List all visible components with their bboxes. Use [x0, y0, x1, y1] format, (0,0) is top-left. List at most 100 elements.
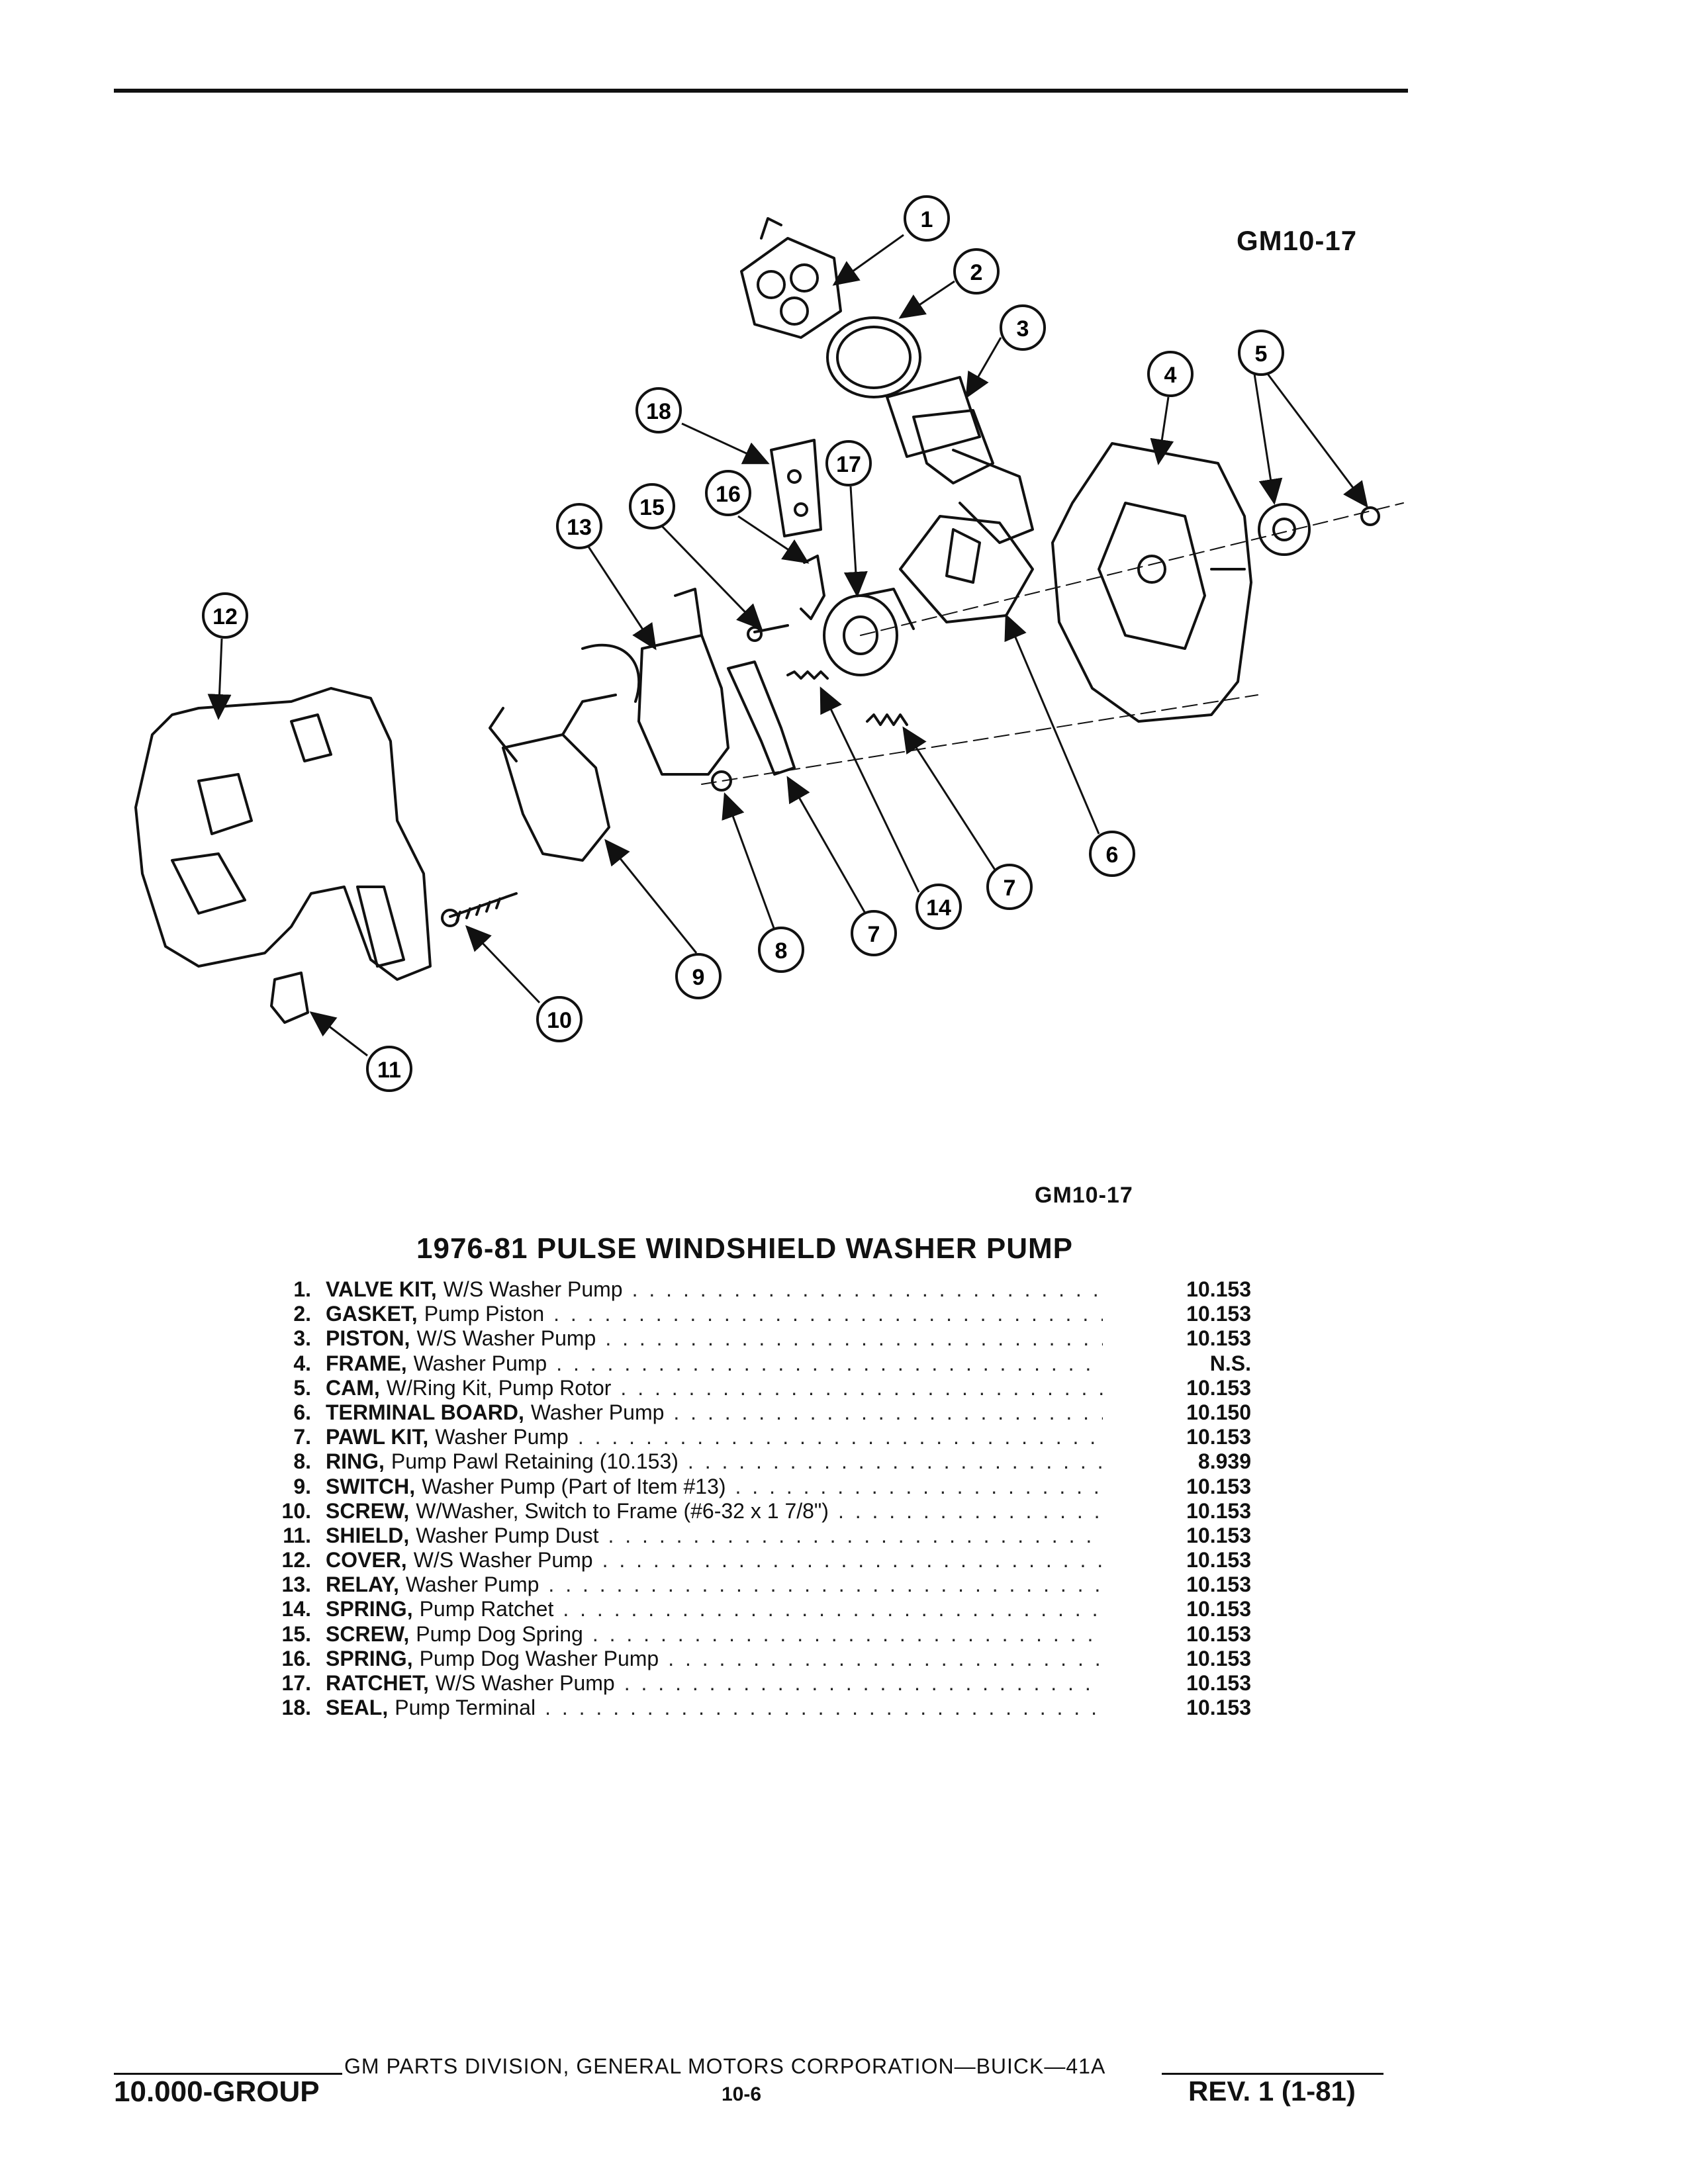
parts-list-row: 9.SWITCH,Washer Pump (Part of Item #13)1…	[258, 1475, 1264, 1499]
frame-part	[1051, 442, 1252, 723]
exploded-view-diagram: 1 2 3 4 5 6 7 7 8 9 10 11 12 13 14 15 16…	[134, 195, 1404, 1092]
part-description: W/Washer, Switch to Frame (#6-32 x 1 7/8…	[416, 1498, 829, 1523]
spring-ratchet-part	[786, 670, 829, 680]
footer-rule-right	[1162, 2073, 1383, 2075]
dot-leader	[632, 1277, 1103, 1302]
part-name: SWITCH,	[326, 1474, 416, 1498]
part-number: 18.	[281, 1696, 311, 1720]
figure-code-bottom: GM10-17	[1035, 1183, 1133, 1208]
dot-leader	[688, 1449, 1103, 1474]
part-description: W/S Washer Pump	[416, 1326, 596, 1351]
svg-text:10: 10	[547, 1008, 572, 1033]
svg-text:4: 4	[1164, 363, 1177, 388]
shield-part	[270, 972, 309, 1024]
callouts: 1 2 3 4 5 6 7 7 8 9 10 11 12 13 14 15 16…	[202, 195, 1284, 1092]
parts-list-row: 2.GASKET,Pump Piston10.153	[258, 1302, 1264, 1326]
piston-part	[886, 376, 1034, 544]
pawl-spring-part	[866, 713, 908, 726]
parts-list-row: 6.TERMINAL BOARD,Washer Pump10.150	[258, 1400, 1264, 1425]
part-description: Pump Terminal	[395, 1696, 536, 1720]
part-name: VALVE KIT,	[326, 1277, 437, 1301]
svg-text:7: 7	[1004, 876, 1016, 901]
part-description: Pump Dog Spring	[416, 1621, 583, 1646]
part-name: RATCHET,	[326, 1671, 429, 1695]
part-number: 17.	[281, 1671, 311, 1695]
part-number: 7.	[293, 1425, 311, 1449]
dot-leader	[668, 1647, 1103, 1671]
footer-rule-left	[114, 2073, 342, 2075]
cam-part	[1258, 503, 1380, 556]
part-number: 6.	[293, 1400, 311, 1424]
page-number: 10-6	[722, 2083, 762, 2105]
part-description: Pump Piston	[424, 1302, 545, 1326]
dot-leader	[548, 1572, 1103, 1597]
part-description: Pump Dog Washer Pump	[419, 1646, 659, 1670]
part-group-code: 10.153	[1186, 1302, 1251, 1326]
cover-part	[134, 687, 432, 981]
retaining-ring-part	[711, 770, 732, 792]
parts-list-row: 16.SPRING,Pump Dog Washer Pump10.153	[258, 1647, 1264, 1671]
parts-list-row: 3.PISTON,W/S Washer Pump10.153	[258, 1326, 1264, 1351]
dot-leader	[673, 1400, 1103, 1425]
revision-label: REV. 1 (1-81)	[1188, 2075, 1356, 2107]
part-number: 10.	[281, 1498, 311, 1523]
dot-leader	[556, 1351, 1103, 1376]
callout-11: 11	[366, 1046, 412, 1092]
svg-text:13: 13	[567, 515, 592, 540]
callout-14: 14	[915, 884, 962, 930]
part-description: Washer Pump Dust	[416, 1523, 599, 1547]
dot-leader	[592, 1622, 1103, 1647]
part-description: Washer Pump	[413, 1351, 547, 1375]
part-description: Washer Pump	[405, 1572, 539, 1597]
part-name: SCREW,	[326, 1498, 410, 1523]
top-rule	[114, 89, 1408, 93]
svg-text:11: 11	[377, 1058, 401, 1083]
part-group-code: 10.153	[1186, 1474, 1251, 1498]
part-name: COVER,	[326, 1548, 407, 1572]
callout-13: 13	[556, 503, 602, 549]
callout-2: 2	[953, 248, 1000, 295]
switch-part	[489, 643, 641, 862]
callout-3: 3	[1000, 304, 1046, 351]
part-description: W/S Washer Pump	[443, 1277, 623, 1301]
part-group-code: 10.153	[1186, 1572, 1251, 1597]
part-description: Washer Pump	[530, 1400, 665, 1424]
dot-leader	[605, 1326, 1103, 1351]
footer-publisher: GM PARTS DIVISION, GENERAL MOTORS CORPOR…	[344, 2054, 1106, 2078]
parts-list-title: 1976-81 PULSE WINDSHIELD WASHER PUMP	[416, 1232, 1073, 1265]
svg-text:3: 3	[1017, 316, 1029, 341]
valve-kit-part	[740, 217, 842, 339]
part-description: W/S Washer Pump	[413, 1548, 593, 1572]
dot-leader	[735, 1475, 1103, 1499]
part-number: 3.	[293, 1326, 311, 1351]
parts-list-row: 15.SCREW,Pump Dog Spring10.153	[258, 1622, 1264, 1647]
callout-10: 10	[536, 996, 583, 1042]
svg-text:16: 16	[716, 482, 741, 507]
callout-1: 1	[904, 195, 950, 242]
callout-16: 16	[705, 470, 751, 516]
gasket-part	[826, 316, 921, 398]
parts-list-row: 14.SPRING,Pump Ratchet10.153	[258, 1597, 1264, 1621]
part-number: 2.	[293, 1302, 311, 1326]
callout-17: 17	[825, 440, 872, 486]
parts-list-row: 4.FRAME,Washer PumpN.S.	[258, 1351, 1264, 1376]
svg-text:5: 5	[1255, 341, 1268, 367]
part-group-code: N.S.	[1209, 1351, 1251, 1375]
parts-list-row: 17.RATCHET,W/S Washer Pump10.153	[258, 1671, 1264, 1696]
part-group-code: 10.153	[1186, 1671, 1251, 1695]
svg-text:9: 9	[692, 965, 705, 990]
part-number: 13.	[281, 1572, 311, 1597]
part-name: SPRING,	[326, 1646, 413, 1670]
seal-part	[770, 439, 822, 537]
part-name: SPRING,	[326, 1597, 413, 1621]
part-group-code: 10.153	[1186, 1425, 1251, 1449]
svg-text:18: 18	[646, 399, 671, 424]
part-group-code: 10.153	[1186, 1621, 1251, 1646]
part-group-code: 10.150	[1186, 1400, 1251, 1424]
part-description: Washer Pump (Part of Item #13)	[422, 1474, 726, 1498]
callout-7a: 7	[986, 864, 1033, 910]
part-name: SEAL,	[326, 1696, 389, 1720]
svg-text:8: 8	[775, 938, 788, 964]
part-description: W/Ring Kit, Pump Rotor	[386, 1375, 612, 1400]
dot-leader	[602, 1548, 1103, 1572]
